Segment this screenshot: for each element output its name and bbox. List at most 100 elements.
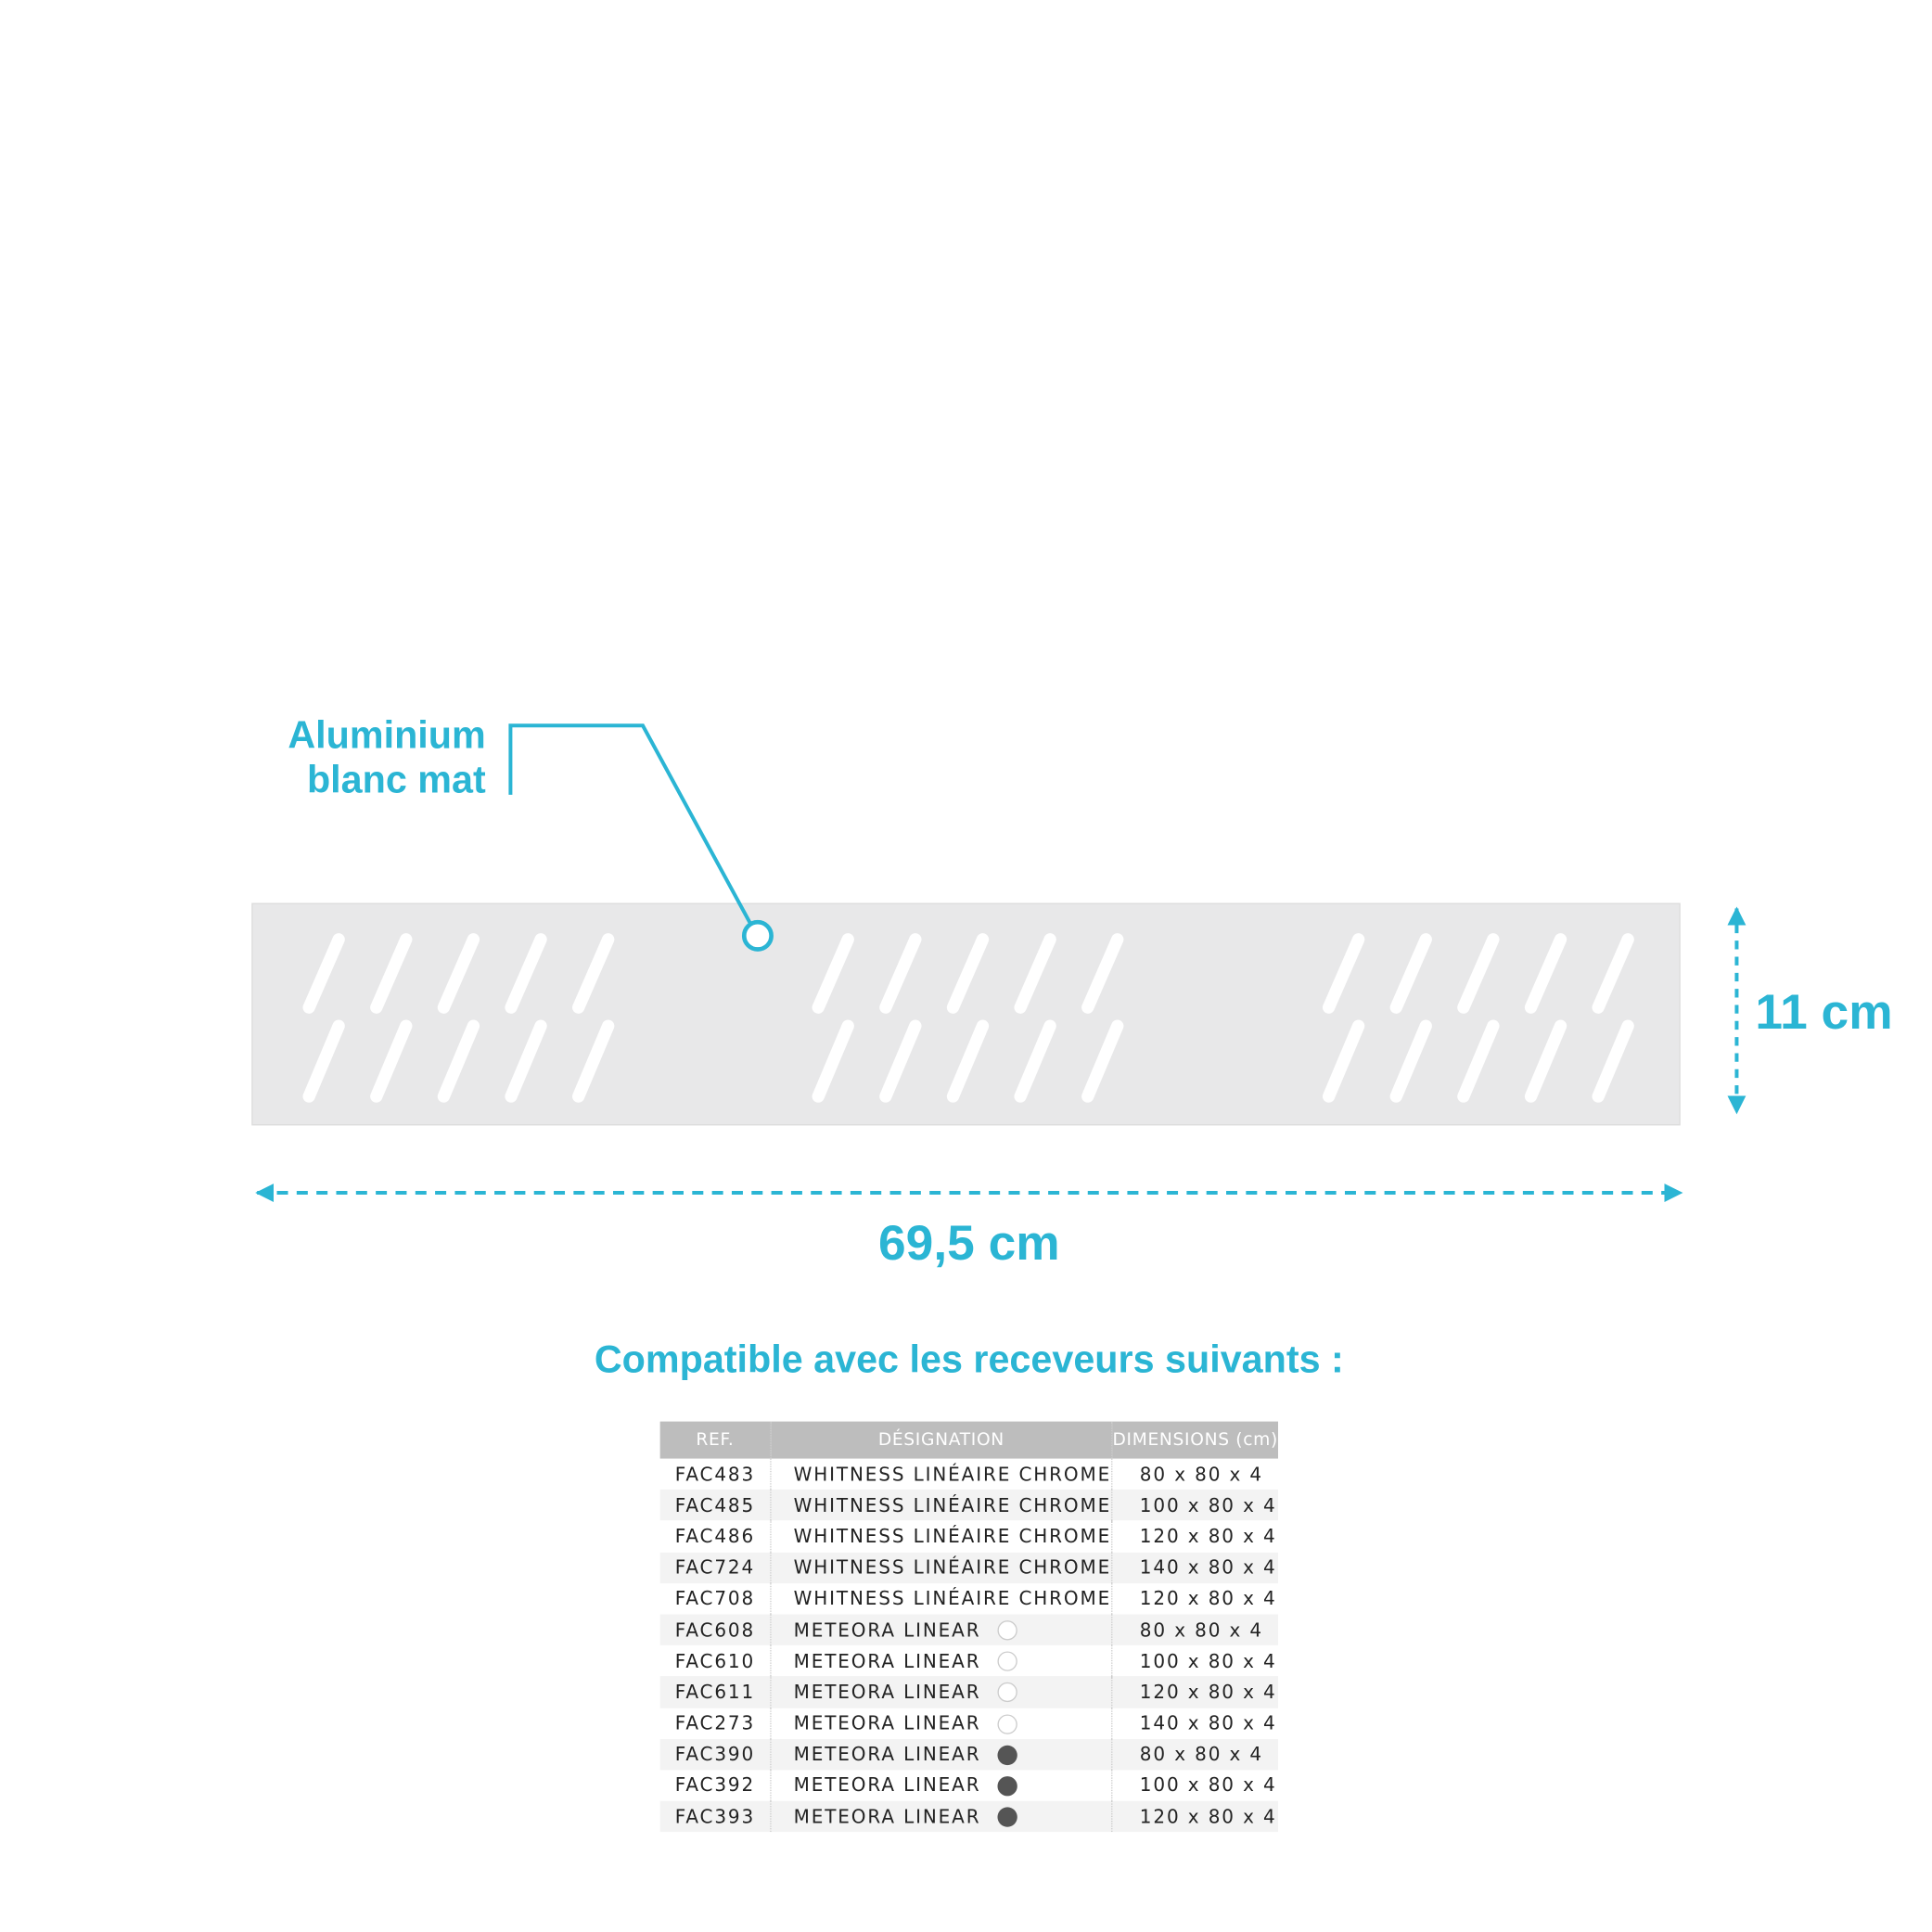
cell-ref: FAC708 xyxy=(659,1582,772,1615)
designation-text: WHITNESS LINÉAIRE CHROME xyxy=(793,1463,1112,1486)
grate-slot xyxy=(879,1019,922,1103)
grate-slot xyxy=(437,1019,480,1103)
cell-designation: METEORA LINEAR xyxy=(770,1770,1113,1801)
designation-text: METEORA LINEAR xyxy=(793,1805,981,1828)
cell-ref: FAC611 xyxy=(659,1676,772,1708)
cell-ref: FAC724 xyxy=(659,1552,772,1583)
cell-dimensions: 80 x 80 x 4 xyxy=(1111,1738,1279,1771)
table-row: FAC390 METEORA LINEAR 80 x 80 x 4 xyxy=(659,1738,1279,1771)
cell-designation: METEORA LINEAR xyxy=(770,1644,1113,1677)
designation-text: WHITNESS LINÉAIRE CHROME xyxy=(793,1556,1112,1580)
cell-designation: WHITNESS LINÉAIRE CHROME xyxy=(770,1552,1113,1583)
designation-text: METEORA LINEAR xyxy=(793,1649,981,1672)
white-color-swatch-icon xyxy=(998,1620,1018,1641)
cell-designation: WHITNESS LINÉAIRE CHROME xyxy=(770,1582,1113,1615)
cell-ref: FAC392 xyxy=(659,1770,772,1801)
cell-ref: FAC390 xyxy=(659,1738,772,1771)
cell-designation: WHITNESS LINÉAIRE CHROME xyxy=(770,1490,1113,1521)
grate-slot xyxy=(879,933,922,1014)
grate-slot xyxy=(946,933,990,1014)
header-designation: DÉSIGNATION xyxy=(770,1421,1113,1459)
height-label: 11 cm xyxy=(1755,985,1892,1040)
callout-line2: blanc mat xyxy=(307,758,486,800)
cell-designation: METEORA LINEAR xyxy=(770,1800,1113,1833)
cell-dimensions: 120 x 80 x 4 xyxy=(1111,1800,1279,1833)
table-row: FAC392 METEORA LINEAR 100 x 80 x 4 xyxy=(659,1770,1278,1801)
cell-dimensions: 140 x 80 x 4 xyxy=(1111,1552,1279,1583)
grate-slot xyxy=(1592,1019,1634,1103)
cell-ref: FAC485 xyxy=(659,1490,772,1521)
drain-grate xyxy=(251,902,1681,1126)
designation-text: METEORA LINEAR xyxy=(793,1711,981,1734)
cell-ref: FAC608 xyxy=(659,1614,772,1645)
cell-designation: WHITNESS LINÉAIRE CHROME xyxy=(770,1520,1113,1553)
grate-slot xyxy=(1457,933,1500,1014)
cell-designation: METEORA LINEAR xyxy=(770,1676,1113,1708)
grate-slot xyxy=(572,933,615,1014)
designation-text: METEORA LINEAR xyxy=(793,1743,981,1766)
cell-ref: FAC273 xyxy=(659,1708,772,1739)
grate-slot xyxy=(302,1019,345,1103)
grate-slot xyxy=(437,933,480,1014)
grate-slot xyxy=(1014,1019,1056,1103)
cell-designation: WHITNESS LINÉAIRE CHROME xyxy=(770,1458,1113,1491)
grate-slot xyxy=(302,933,345,1014)
dark-color-swatch-icon xyxy=(998,1745,1018,1765)
table-row: FAC393 METEORA LINEAR 120 x 80 x 4 xyxy=(659,1800,1279,1833)
cell-dimensions: 100 x 80 x 4 xyxy=(1139,1774,1277,1798)
cell-ref: FAC610 xyxy=(659,1644,772,1677)
grate-slot xyxy=(505,1019,547,1103)
dark-color-swatch-icon xyxy=(998,1776,1018,1797)
dark-color-swatch-icon xyxy=(998,1807,1018,1827)
callout-dot xyxy=(741,919,774,952)
cell-ref: FAC486 xyxy=(659,1520,772,1553)
grate-slot xyxy=(1592,933,1634,1014)
grate-slot xyxy=(1081,933,1124,1014)
cell-dimensions: 120 x 80 x 4 xyxy=(1139,1525,1277,1548)
grate-slot xyxy=(1389,933,1432,1014)
grate-slot xyxy=(1524,1019,1567,1103)
header-ref: REF. xyxy=(659,1421,772,1459)
cell-designation: METEORA LINEAR xyxy=(770,1708,1113,1739)
cell-dimensions: 140 x 80 x 4 xyxy=(1139,1711,1277,1734)
cell-ref: FAC393 xyxy=(659,1800,772,1833)
grate-slots xyxy=(302,933,1634,1103)
grate-slot xyxy=(505,933,547,1014)
grate-slot xyxy=(946,1019,990,1103)
grate-slot xyxy=(1322,933,1365,1014)
width-label: 69,5 cm xyxy=(878,1216,1060,1271)
cell-dimensions: 100 x 80 x 4 xyxy=(1111,1490,1279,1521)
grate-slot xyxy=(1322,1019,1365,1103)
callout-line1: Aluminium xyxy=(288,713,485,756)
grate-slot xyxy=(1389,1019,1432,1103)
grate-slot xyxy=(812,933,854,1014)
designation-text: METEORA LINEAR xyxy=(793,1774,981,1798)
cell-dimensions: 100 x 80 x 4 xyxy=(1139,1649,1277,1672)
cell-designation: METEORA LINEAR xyxy=(770,1738,1113,1771)
table-row: FAC608 METEORA LINEAR 80 x 80 x 4 xyxy=(659,1614,1279,1645)
grate-slot xyxy=(370,933,413,1014)
cell-dimensions: 80 x 80 x 4 xyxy=(1111,1614,1279,1645)
grate-slot xyxy=(812,1019,854,1103)
grate-slot xyxy=(1014,933,1056,1014)
cell-designation: METEORA LINEAR xyxy=(770,1614,1113,1645)
grate-slot xyxy=(572,1019,615,1103)
designation-text: METEORA LINEAR xyxy=(793,1619,981,1642)
table-row: FAC610 METEORA LINEAR 100 x 80 x 4 xyxy=(659,1644,1278,1677)
cell-dimensions: 120 x 80 x 4 xyxy=(1111,1676,1279,1708)
callout-leader-line xyxy=(508,723,752,925)
designation-text: WHITNESS LINÉAIRE CHROME xyxy=(793,1525,1112,1548)
compatibility-heading: Compatible avec les receveurs suivants : xyxy=(595,1337,1344,1380)
grate-slot xyxy=(1524,933,1567,1014)
grate-slot xyxy=(1457,1019,1500,1103)
white-color-swatch-icon xyxy=(998,1683,1018,1703)
cell-dimensions: 80 x 80 x 4 xyxy=(1139,1463,1264,1486)
designation-text: WHITNESS LINÉAIRE CHROME xyxy=(793,1493,1112,1516)
